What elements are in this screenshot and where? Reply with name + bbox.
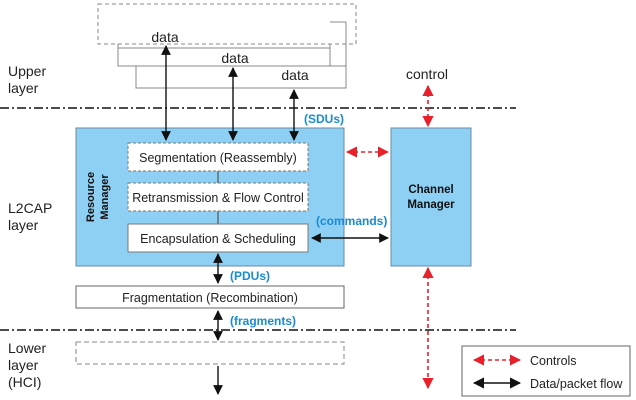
channel-manager-box [390,127,472,267]
fragmentation-block [75,285,345,309]
retransmission-block [127,182,309,212]
data-label-3: data [281,67,308,83]
fragments-annotation: (fragments) [230,314,296,328]
data-label-1: data [151,29,178,45]
retransmission-label: Retransmission & Flow Control [132,191,304,205]
encapsulation-block [127,223,309,253]
segmentation-label: Segmentation (Reassembly) [139,151,297,165]
sdus-annotation: (SDUs) [304,112,344,126]
legend-data-label: Data/packet flow [530,377,623,391]
data-label-2: data [221,50,248,66]
lower-layer-box [75,341,345,365]
fragmentation-label: Fragmentation (Recombination) [122,291,298,305]
data-box-1 [97,3,357,45]
data-box-3 [135,65,347,89]
encapsulation-label: Encapsulation & Scheduling [140,232,296,246]
control-label: control [406,66,448,82]
legend-controls-label: Controls [530,354,577,368]
pdus-annotation: (PDUs) [230,269,270,283]
commands-annotation: (commands) [316,214,387,228]
segmentation-block [127,142,309,172]
